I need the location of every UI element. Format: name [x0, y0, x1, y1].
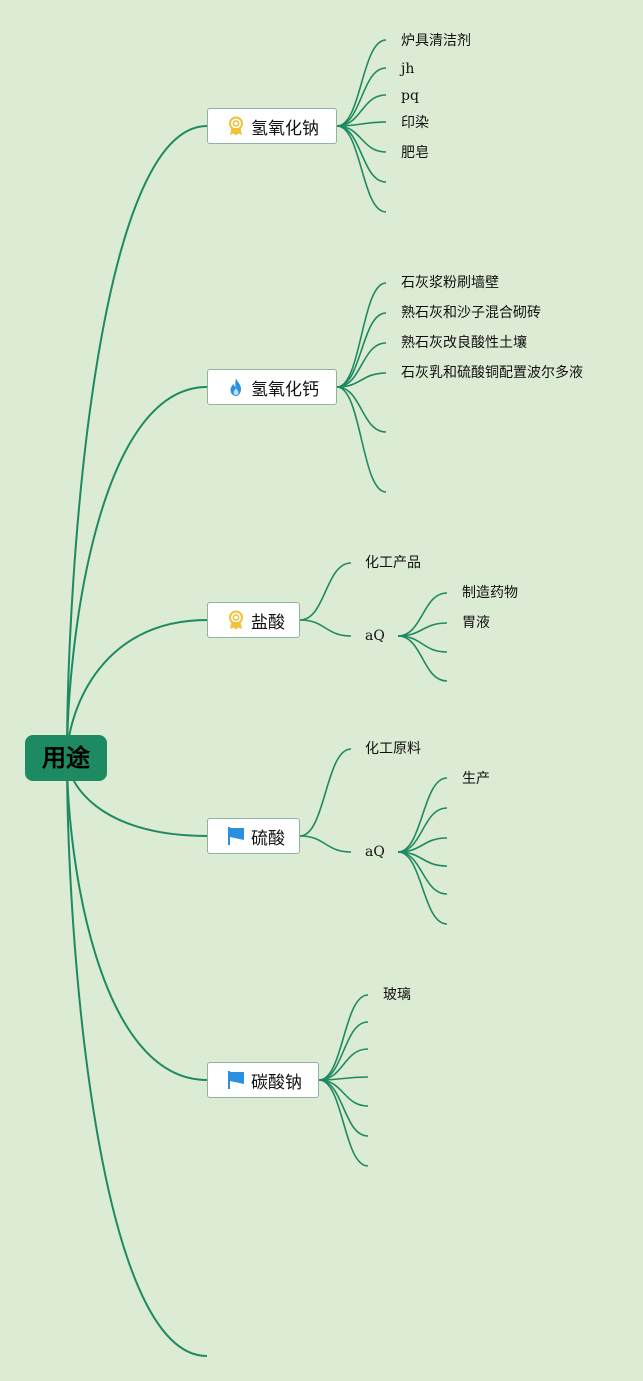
leaf-naoh-3[interactable]: pq [401, 88, 419, 104]
main-branch-line-0 [66, 125, 208, 759]
connector-line-39 [318, 1079, 369, 1167]
connector-line-15 [336, 342, 387, 388]
connector-line-20 [299, 619, 352, 637]
leaf-hcl-sub-1[interactable]: 制造药物 [462, 585, 518, 601]
leaf-caoh2-3[interactable]: 熟石灰改良酸性土壤 [401, 335, 527, 351]
connector-line-8 [336, 94, 387, 127]
topic-label: 盐酸 [251, 612, 285, 633]
connector-line-28 [397, 807, 448, 853]
connector-line-12 [336, 125, 387, 213]
connector-line-19 [299, 562, 352, 621]
leaf-naoh-4[interactable]: 印染 [401, 115, 429, 131]
connector-line-7 [336, 67, 387, 127]
connector-line-26 [299, 835, 352, 853]
connector-line-35 [318, 1048, 369, 1081]
award-ribbon-icon [226, 116, 246, 136]
leaf-caoh2-1[interactable]: 石灰浆粉刷墙壁 [401, 275, 499, 291]
leaf-naoh-1[interactable]: 炉具清洁剂 [401, 33, 471, 49]
leaf-caoh2-4[interactable]: 石灰乳和硫酸铜配置波尔多液 [401, 365, 583, 381]
connector-line-34 [318, 1021, 369, 1081]
connector-line-17 [336, 386, 387, 433]
leaf-naoh-5[interactable]: 肥皂 [401, 145, 429, 161]
connector-line-24 [397, 635, 448, 682]
topic-caoh2[interactable]: 氢氧化钙 [207, 369, 337, 405]
connector-line-21 [397, 592, 448, 637]
leaf-hcl-sub-2[interactable]: 胃液 [462, 615, 490, 631]
main-branch-line-5 [66, 757, 208, 1357]
connector-line-18 [336, 386, 387, 493]
flame-icon [226, 377, 246, 397]
leaf-hcl-1[interactable]: 化工产品 [365, 555, 421, 571]
connector-line-6 [336, 39, 387, 127]
connector-line-25 [299, 748, 352, 837]
topic-label: 硫酸 [251, 828, 285, 849]
flag-icon [226, 826, 246, 846]
connector-line-33 [318, 994, 369, 1081]
topic-na2co3[interactable]: 碳酸钠 [207, 1062, 319, 1098]
award-ribbon-icon [226, 610, 246, 630]
leaf-caoh2-2[interactable]: 熟石灰和沙子混合砌砖 [401, 305, 541, 321]
leaf-naoh-2[interactable]: jh [401, 61, 415, 77]
topic-h2so4[interactable]: 硫酸 [207, 818, 300, 854]
leaf-hcl-2[interactable]: aQ [365, 628, 385, 644]
topic-label: 碳酸钠 [251, 1072, 302, 1093]
leaf-h2so4-1[interactable]: 化工原料 [365, 741, 421, 757]
topic-label: 氢氧化钙 [251, 379, 319, 400]
leaf-h2so4-2[interactable]: aQ [365, 844, 385, 860]
main-branch-line-1 [66, 386, 208, 759]
connector-line-32 [397, 851, 448, 925]
connector-line-11 [336, 125, 387, 183]
connector-line-13 [336, 282, 387, 388]
connector-line-14 [336, 312, 387, 388]
connector-line-27 [397, 777, 448, 853]
connector-line-16 [336, 372, 387, 388]
topic-naoh[interactable]: 氢氧化钠 [207, 108, 337, 144]
main-branch-line-4 [66, 757, 208, 1081]
topic-hcl[interactable]: 盐酸 [207, 602, 300, 638]
flag-icon [226, 1070, 246, 1090]
connector-line-38 [318, 1079, 369, 1137]
root-node[interactable]: 用途 [25, 735, 107, 781]
topic-label: 氢氧化钠 [251, 118, 319, 139]
leaf-h2so4-sub-1[interactable]: 生产 [462, 771, 490, 787]
leaf-na2co3-1[interactable]: 玻璃 [383, 987, 411, 1003]
